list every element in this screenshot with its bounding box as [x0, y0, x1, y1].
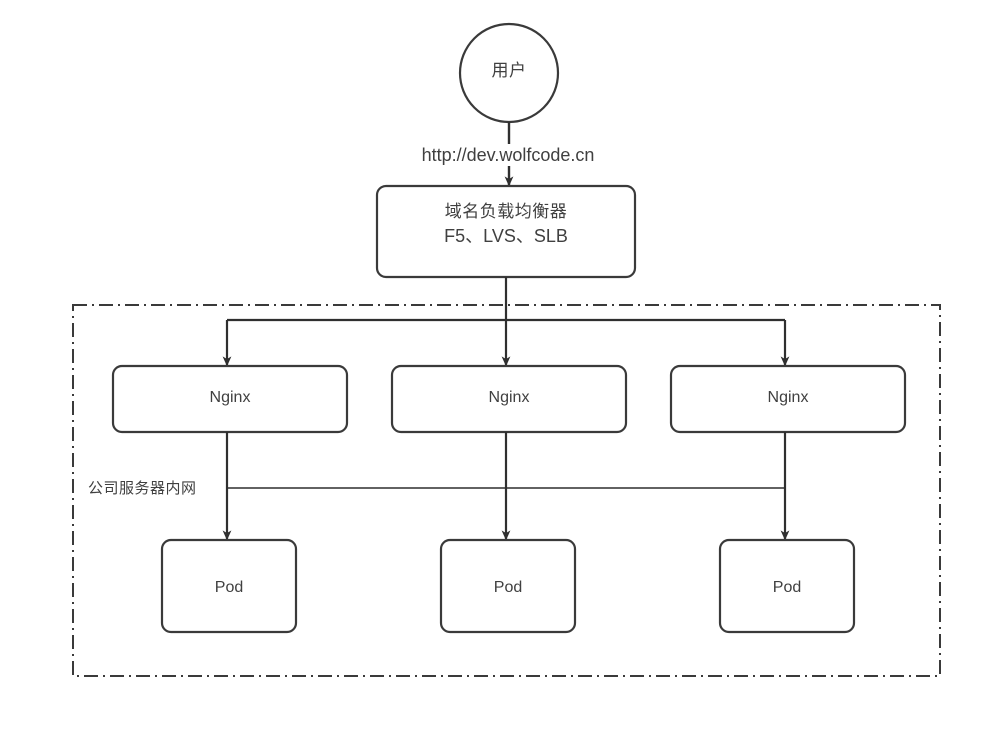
nginx-node-shape-1 — [111, 364, 349, 434]
pod-node-shape-1 — [160, 538, 298, 634]
user-node-shape — [458, 22, 560, 124]
nginx-node-shape-3 — [669, 364, 907, 434]
nginx-node-shape-2 — [390, 364, 628, 434]
pod-node-shape-3 — [718, 538, 856, 634]
pod-node-shape-2 — [439, 538, 577, 634]
loadbalancer-node-shape — [375, 184, 637, 279]
intranet-boundary — [72, 304, 941, 677]
